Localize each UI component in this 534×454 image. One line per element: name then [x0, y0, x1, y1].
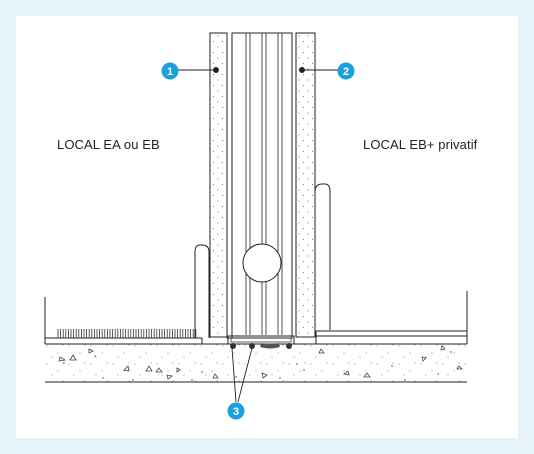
- right-floor-covering: [315, 291, 468, 344]
- wall-core: [227, 32, 295, 345]
- callout-1: 1: [161, 62, 179, 80]
- carpet-pile: [57, 329, 197, 338]
- conduit-circle: [242, 243, 282, 283]
- svg-text:2: 2: [343, 66, 349, 78]
- svg-text:1: 1: [167, 66, 173, 78]
- sealant-beads: [230, 343, 292, 349]
- callout-2: 2: [337, 62, 355, 80]
- left-plasterboard: [209, 32, 233, 339]
- leader-lines: [177, 67, 338, 403]
- right-room-label: LOCAL EB+ privatif: [363, 137, 478, 152]
- right-plasterboard: [291, 32, 316, 338]
- concrete-slab: [45, 343, 467, 383]
- right-skirting: [314, 183, 331, 330]
- callout-3: 3: [227, 402, 245, 420]
- left-skirting: [194, 244, 210, 338]
- left-room-label: LOCAL EA ou EB: [57, 137, 160, 152]
- svg-text:3: 3: [233, 406, 239, 418]
